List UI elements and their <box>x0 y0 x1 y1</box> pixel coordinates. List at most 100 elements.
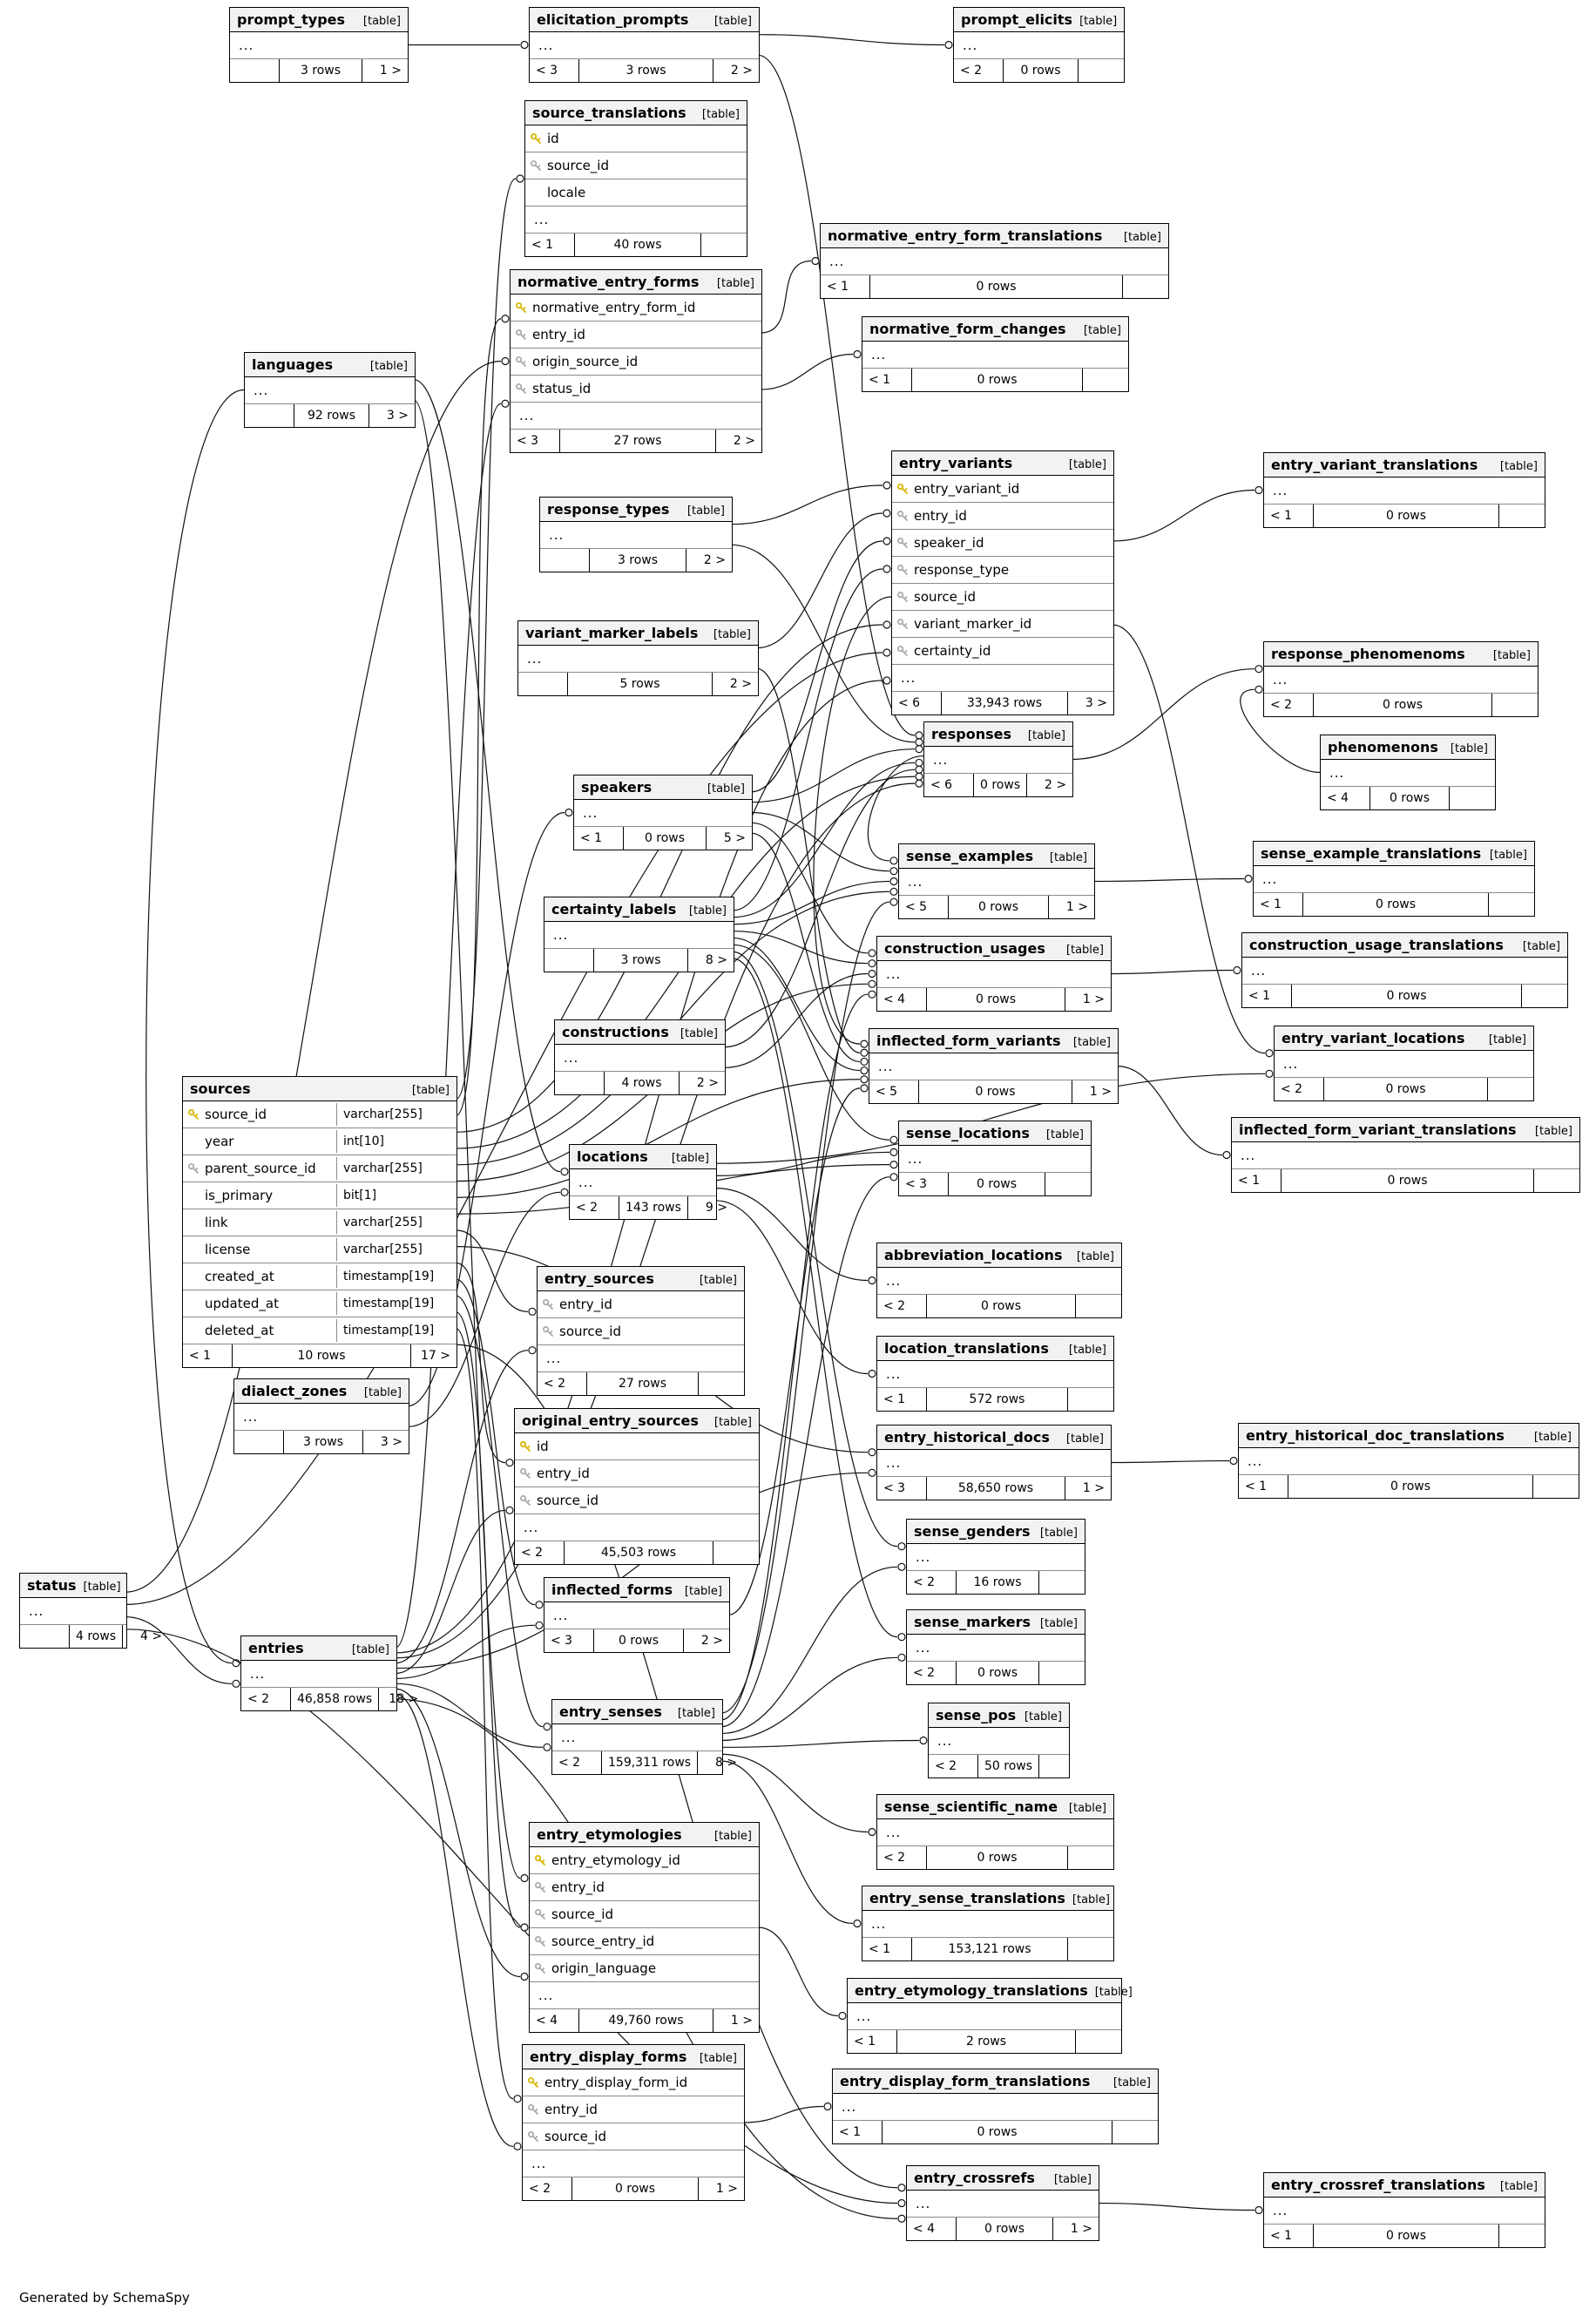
relationship-line <box>455 1278 536 1606</box>
table-entry_etymology_translations[interactable]: entry_etymology_translations[table]...< … <box>847 1978 1133 2054</box>
row-count: 33,943 rows <box>942 692 1068 714</box>
relationship-line <box>1112 489 1255 542</box>
children-count: 3 > <box>386 409 409 423</box>
foreign-key-icon <box>527 2130 540 2143</box>
children-count <box>1533 1475 1579 1498</box>
table-construction_usage_translations[interactable]: construction_usage_translations[table]..… <box>1241 932 1568 1008</box>
table-header: entry_variant_locations[table] <box>1275 1026 1533 1051</box>
collapsed-columns-row: ... <box>877 1819 1113 1846</box>
column-row: certainty_id <box>892 638 1113 665</box>
column-name: year <box>205 1134 234 1149</box>
column-row: entry_id <box>515 1460 759 1487</box>
collapsed-columns-row: ... <box>245 377 415 404</box>
column-name: source_id <box>551 1906 614 1922</box>
column-row: source_id <box>515 1487 759 1514</box>
table-entry_historical_doc_translations[interactable]: entry_historical_doc_translations[table]… <box>1238 1423 1579 1499</box>
relationship-line <box>1071 668 1255 761</box>
row-count: 0 rows <box>624 827 707 850</box>
row-count: 0 rows <box>949 1173 1045 1195</box>
parents-count <box>518 673 568 695</box>
table-entry_crossref_translations[interactable]: entry_crossref_translations[table]...< 1… <box>1263 2172 1545 2248</box>
table-entry_display_form_translations[interactable]: entry_display_form_translations[table]..… <box>832 2069 1159 2144</box>
table-inflected_form_variant_translations[interactable]: inflected_form_variant_translations[tabl… <box>1231 1117 1580 1193</box>
relationship-line <box>395 1624 536 1680</box>
table-name: abbreviation_locations <box>884 1247 1063 1263</box>
column-row: origin_language <box>530 1955 759 1982</box>
table-name: sense_scientific_name <box>884 1798 1058 1815</box>
relationship-line <box>723 972 869 1068</box>
table-header: dialect_zones[table] <box>234 1379 409 1404</box>
table-entry_display_forms[interactable]: entry_display_forms[table]entry_display_… <box>522 2044 745 2201</box>
table-normative_entry_form_translations[interactable]: normative_entry_form_translations[table]… <box>820 223 1169 299</box>
table-normative_entry_forms[interactable]: normative_entry_forms[table]normative_en… <box>510 269 762 453</box>
fk-endpoint-circle <box>883 620 891 629</box>
relationship-line <box>395 1350 529 1664</box>
fk-endpoint-circle <box>889 1173 898 1182</box>
column-name: id <box>547 131 559 146</box>
relationship-line <box>732 958 898 1638</box>
table-type-tag: [table] <box>1488 1033 1526 1046</box>
column-type: varchar[255] <box>336 1103 450 1126</box>
children-count <box>1068 1938 1113 1960</box>
parents-count: < 2 <box>877 1846 927 1869</box>
parents-count: < 1 <box>183 1344 233 1367</box>
foreign-key-icon <box>534 1962 547 1975</box>
table-name: certainty_labels <box>551 901 677 918</box>
table-name: response_phenomenoms <box>1271 646 1465 662</box>
table-entry_etymologies[interactable]: entry_etymologies[table]entry_etymology_… <box>529 1822 760 2033</box>
parents-count: < 1 <box>1239 1475 1288 1498</box>
column-name: response_type <box>914 562 1010 578</box>
children-count <box>1039 1755 1085 1778</box>
table-header: construction_usages[table] <box>877 937 1111 961</box>
column-row: source_id <box>523 2123 744 2150</box>
table-type-tag: [table] <box>1534 1125 1572 1138</box>
column-row: entry_variant_id <box>892 476 1113 503</box>
